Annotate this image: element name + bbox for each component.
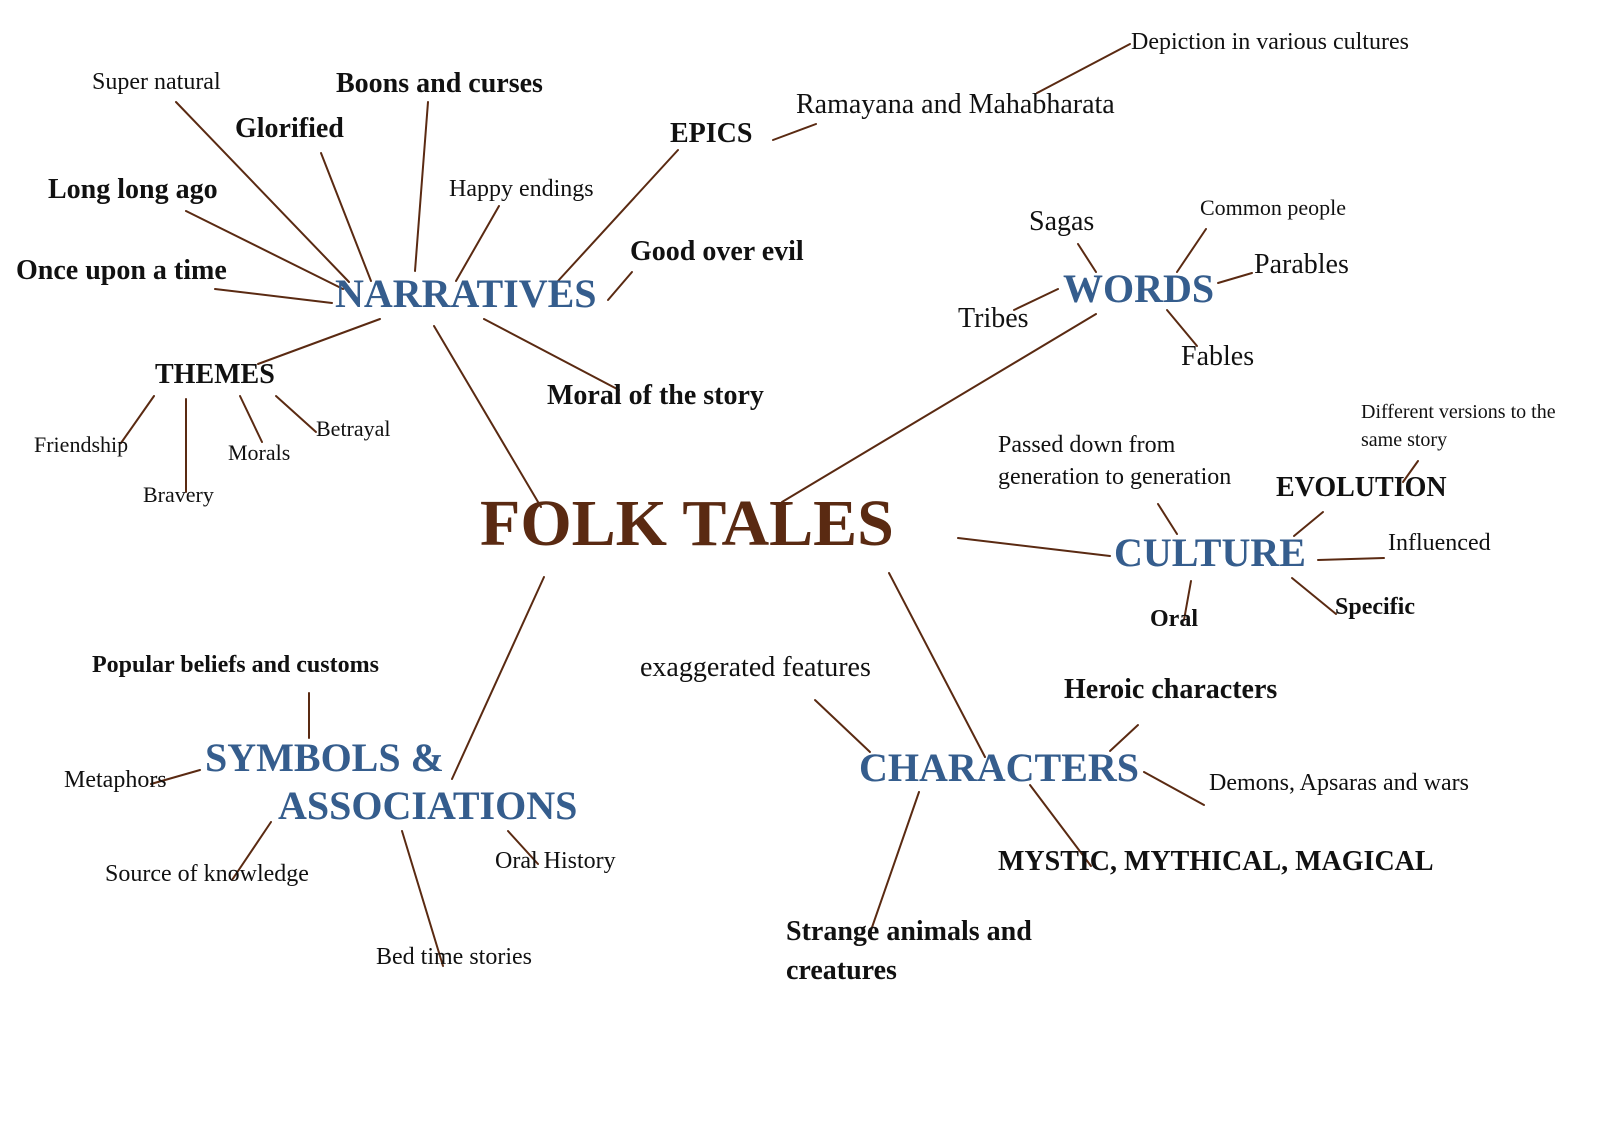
node-common-people: Common people — [1200, 195, 1347, 220]
connector-words-common — [1176, 228, 1207, 273]
connector-narr-long-ago — [185, 210, 344, 290]
node-depiction: Depiction in various cultures — [1131, 29, 1409, 55]
connector-symbols-oral-history — [507, 830, 539, 865]
connector-narr-boons — [414, 101, 429, 272]
connector-themes-friendship — [120, 395, 155, 444]
connector-center-to-culture — [957, 537, 1111, 557]
node-heroic: Heroic characters — [1064, 674, 1278, 705]
connector-center-to-narratives — [433, 325, 542, 508]
connector-narr-happy — [455, 205, 500, 282]
node-oral: Oral — [1150, 606, 1198, 632]
connector-themes-betrayal — [275, 395, 317, 433]
connector-evolution-versions — [1402, 460, 1419, 483]
node-moral: Moral of the story — [547, 380, 764, 411]
connector-culture-evolution — [1293, 511, 1324, 537]
node-morals: Morals — [228, 440, 291, 465]
node-good-over-evil: Good over evil — [630, 236, 804, 267]
node-bed-time: Bed time stories — [376, 944, 532, 970]
node-strange-line2: creatures — [786, 955, 897, 986]
node-different-versions-line1: Different versions to the — [1361, 401, 1556, 423]
node-once-upon: Once upon a time — [16, 255, 227, 286]
connector-ramayana-depiction — [1036, 43, 1131, 94]
connector-culture-influenced — [1317, 557, 1385, 561]
node-specific: Specific — [1335, 594, 1415, 620]
connector-symbols-metaphors — [150, 769, 201, 785]
node-super-natural: Super natural — [92, 69, 221, 95]
connector-culture-specific — [1291, 577, 1337, 615]
connector-narr-super-natural — [175, 101, 350, 283]
node-popular-beliefs: Popular beliefs and customs — [92, 652, 379, 678]
node-source-knowledge: Source of knowledge — [105, 861, 309, 887]
node-bravery: Bravery — [143, 482, 214, 507]
node-sagas: Sagas — [1029, 206, 1095, 237]
center-topic: FOLK TALES — [480, 487, 894, 560]
node-themes: THEMES — [155, 359, 275, 390]
hub-narratives: NARRATIVES — [335, 271, 597, 316]
connector-words-sagas — [1077, 243, 1097, 273]
connector-char-exaggerated — [814, 699, 871, 753]
connector-culture-oral — [1183, 580, 1192, 621]
connector-culture-passed — [1157, 503, 1178, 535]
node-epics: EPICS — [670, 118, 753, 149]
connector-words-fables — [1166, 309, 1198, 347]
connector-symbols-bed — [401, 830, 444, 967]
connector-center-to-words — [781, 313, 1097, 503]
node-strange-line1: Strange animals and — [786, 916, 1032, 947]
hub-culture: CULTURE — [1114, 530, 1306, 575]
connector-narr-good-evil — [607, 271, 633, 301]
node-parables: Parables — [1254, 249, 1349, 280]
hub-symbols-line1: SYMBOLS & — [205, 735, 444, 780]
node-friendship: Friendship — [34, 432, 129, 457]
connector-words-tribes — [1013, 288, 1059, 311]
node-passed-down-line2: generation to generation — [998, 464, 1232, 490]
node-happy-endings: Happy endings — [449, 176, 594, 202]
node-metaphors: Metaphors — [64, 767, 167, 793]
connector-center-to-symbols — [451, 576, 545, 780]
node-ramayana: Ramayana and Mahabharata — [796, 89, 1115, 120]
connector-words-parables — [1217, 272, 1253, 284]
node-evolution: EVOLUTION — [1276, 472, 1447, 503]
connector-char-heroic — [1109, 724, 1139, 752]
node-mystic: MYSTIC, MYTHICAL, MAGICAL — [998, 846, 1434, 877]
connector-char-mystic — [1029, 784, 1092, 867]
connector-narr-moral — [483, 318, 620, 391]
connector-center-to-characters — [888, 572, 986, 758]
connector-narr-glorified — [320, 152, 372, 282]
hub-characters: CHARACTERS — [859, 745, 1140, 790]
node-influenced: Influenced — [1388, 530, 1491, 556]
node-oral-history: Oral History — [495, 848, 616, 874]
connector-epics-ramayana — [772, 123, 817, 141]
node-long-ago: Long long ago — [48, 174, 218, 205]
connector-char-strange — [868, 791, 920, 937]
node-tribes: Tribes — [958, 303, 1029, 334]
node-different-versions-line2: same story — [1361, 429, 1448, 451]
connector-char-demons — [1143, 771, 1205, 806]
hub-symbols-line2: ASSOCIATIONS — [278, 783, 578, 828]
connector-narr-themes — [257, 318, 381, 365]
node-fables: Fables — [1181, 341, 1255, 372]
node-exaggerated: exaggerated features — [640, 652, 871, 683]
node-boons-curses: Boons and curses — [336, 68, 543, 99]
node-glorified: Glorified — [235, 113, 344, 144]
node-demons: Demons, Apsaras and wars — [1209, 770, 1469, 796]
connector-symbols-source — [231, 821, 272, 881]
node-passed-down-line1: Passed down from — [998, 432, 1176, 458]
connector-themes-morals — [239, 395, 263, 443]
node-betrayal: Betrayal — [316, 416, 391, 441]
connector-narr-epics — [557, 149, 679, 282]
connector-narr-once-upon — [214, 288, 333, 304]
hub-words: WORDS — [1063, 266, 1215, 311]
